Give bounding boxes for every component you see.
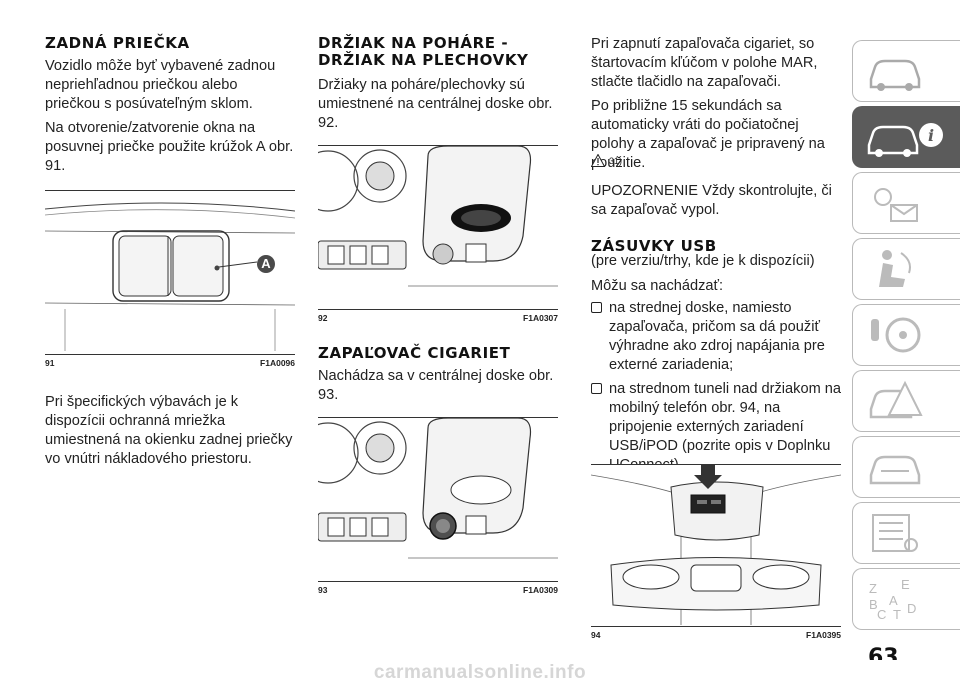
breakdown-warning-icon bbox=[869, 380, 923, 419]
car-info-icon: i bbox=[867, 123, 943, 157]
figure-94: 94 F1A0395 bbox=[590, 464, 842, 643]
key-steering-wheel-icon bbox=[871, 317, 921, 353]
figure-code: F1A0096 bbox=[260, 358, 295, 368]
car-maintenance-icon bbox=[869, 455, 921, 485]
tab-servicing-care[interactable] bbox=[852, 436, 960, 498]
usb-socket-illustration bbox=[590, 465, 842, 625]
warning-lights-icon bbox=[874, 188, 918, 222]
warning-reference: 31) bbox=[591, 154, 622, 167]
figure-number: 91 bbox=[45, 358, 55, 368]
paragraph: Nachádza sa v centrálnej doske obr. 93. bbox=[318, 368, 554, 403]
tab-warning-lights[interactable] bbox=[852, 172, 960, 234]
paragraph: Vozidlo môže byť vybavené zadnou neprieh… bbox=[45, 58, 276, 112]
list-item: na strednom tuneli nad držiakom na mobil… bbox=[591, 380, 841, 475]
warning-ref-number: 31) bbox=[609, 155, 623, 166]
svg-text:Z: Z bbox=[869, 581, 877, 596]
paragraph: Po približne 15 sekundách sa automaticky… bbox=[591, 98, 825, 171]
warning-triangle-icon bbox=[591, 154, 605, 167]
paragraph: Na otvorenie/zatvorenie okna na posuvnej… bbox=[45, 120, 294, 174]
watermark: carmanualsonline.info bbox=[0, 660, 960, 686]
figure-91: A 91 F1A0096 bbox=[44, 190, 296, 371]
tab-safety[interactable] bbox=[852, 238, 960, 300]
tab-getting-to-know-vehicle[interactable]: i bbox=[852, 106, 960, 168]
section-heading-cup-holder: DRŽIAK NA POHÁRE - DRŽIAK NA PLECHOVKY bbox=[318, 34, 529, 69]
svg-text:T: T bbox=[893, 607, 901, 621]
checkbox-bullet-icon bbox=[591, 302, 602, 313]
figure-caption: 92 F1A0307 bbox=[318, 309, 558, 326]
bullet-list: na strednej doske, namiesto zapaľovača, … bbox=[591, 299, 841, 475]
svg-text:i: i bbox=[928, 126, 934, 145]
tab-index[interactable]: Z E A B C D T bbox=[852, 568, 960, 630]
svg-text:C: C bbox=[877, 607, 886, 621]
subheading: (pre verziu/trhy, kde je k dispozícii) bbox=[591, 253, 815, 269]
callout-a: A bbox=[257, 255, 275, 273]
figure-caption: 93 F1A0309 bbox=[318, 581, 558, 598]
alphabetical-index-icon: Z E A B C D T bbox=[869, 577, 916, 621]
paragraph: Pri zapnutí zapaľovača cigariet, so štar… bbox=[591, 36, 818, 90]
paragraph: Môžu sa nachádzať: bbox=[591, 278, 724, 294]
figure-caption: 94 F1A0395 bbox=[591, 626, 841, 643]
section-heading-cigar-lighter: ZAPAĽOVAČ CIGARIET bbox=[318, 344, 511, 362]
paragraph: Pri špecifických výbavách je k dispozíci… bbox=[45, 394, 293, 467]
cup-holder-illustration bbox=[297, 145, 558, 287]
svg-text:E: E bbox=[901, 577, 910, 592]
list-item: na strednej doske, namiesto zapaľovača, … bbox=[591, 299, 841, 375]
figure-code: F1A0395 bbox=[806, 630, 841, 640]
figure-code: F1A0307 bbox=[523, 313, 558, 323]
tab-dashboard[interactable] bbox=[852, 40, 960, 102]
section-heading-rear-partition: ZADNÁ PRIEČKA bbox=[45, 34, 190, 52]
svg-text:B: B bbox=[869, 597, 878, 612]
figure-92: 92 F1A0307 bbox=[297, 145, 558, 326]
paragraph-note: UPOZORNENIE Vždy skontrolujte, či sa zap… bbox=[591, 183, 832, 218]
cigar-lighter-illustration bbox=[297, 417, 558, 559]
figure-number: 92 bbox=[318, 313, 328, 323]
figure-code: F1A0309 bbox=[523, 585, 558, 595]
technical-data-icon bbox=[872, 514, 918, 552]
rear-partition-illustration bbox=[44, 202, 296, 351]
svg-text:D: D bbox=[907, 601, 916, 616]
figure-number: 93 bbox=[318, 585, 328, 595]
tab-technical-data[interactable] bbox=[852, 502, 960, 564]
figure-number: 94 bbox=[591, 630, 601, 640]
figure-93: 93 F1A0309 bbox=[297, 417, 558, 598]
tab-in-emergency[interactable] bbox=[852, 370, 960, 432]
airbag-seat-icon bbox=[879, 250, 911, 287]
checkbox-bullet-icon bbox=[591, 383, 602, 394]
tab-starting-driving[interactable] bbox=[852, 304, 960, 366]
car-dashboard-icon bbox=[869, 59, 921, 91]
svg-text:A: A bbox=[889, 593, 898, 608]
figure-caption: 91 F1A0096 bbox=[45, 354, 295, 371]
paragraph: Držiaky na poháre/plechovky sú umiestnen… bbox=[318, 77, 553, 131]
section-heading-usb: ZÁSUVKY USB bbox=[591, 237, 717, 255]
